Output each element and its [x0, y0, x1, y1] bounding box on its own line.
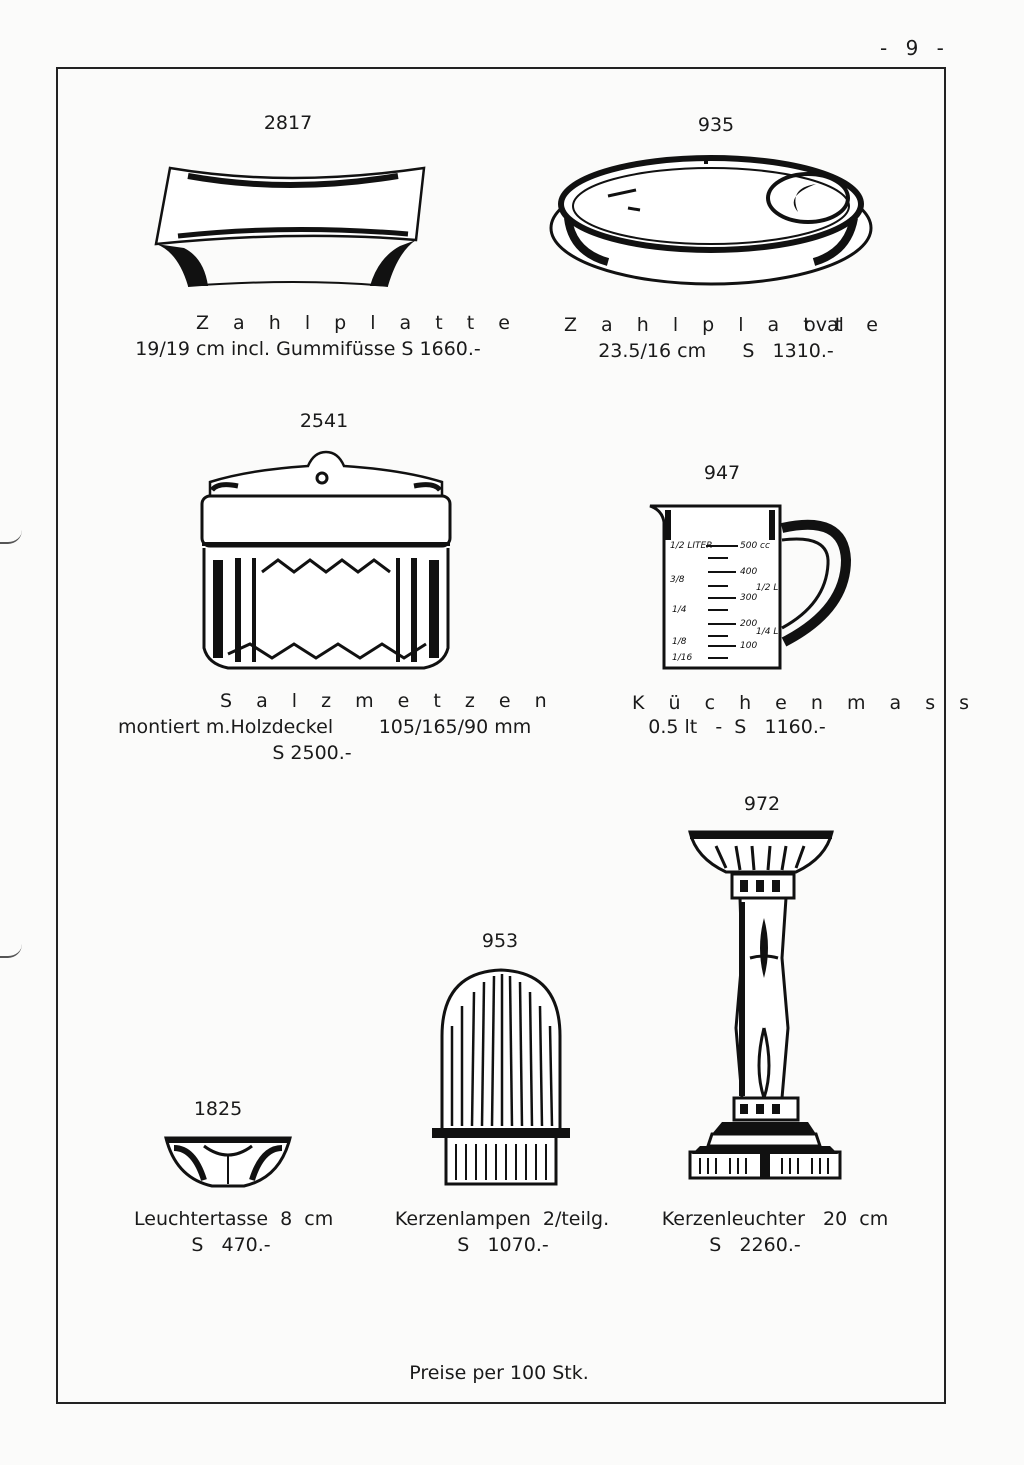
- item-details-1825: S 470.-: [191, 1234, 271, 1256]
- salzmetzen-illustration: [200, 450, 452, 670]
- measure-label-right-4: 200: [740, 619, 757, 629]
- kerzenleuchter-illustration: [688, 830, 842, 1180]
- item-name-953: Kerzenlampen 2/teilg.: [394, 1208, 610, 1230]
- measure-label-right-3: 300: [740, 593, 757, 603]
- item-name-935: Z a h l p l a t t e: [564, 314, 887, 336]
- item-number-935: 935: [697, 114, 735, 136]
- item-name-2541: S a l z m e t z e n: [220, 690, 556, 712]
- item-number-972: 972: [743, 793, 781, 815]
- item-details-953: S 1070.-: [457, 1234, 549, 1256]
- measure-label-left-1: 3/8: [670, 575, 685, 585]
- price-note: Preise per 100 Stk.: [409, 1362, 589, 1384]
- item-details-2817: 19/19 cm incl. Gummifüsse S 1660.-: [135, 338, 481, 360]
- item-name-2817: Z a h l p l a t t e: [196, 312, 519, 334]
- item-details-935: 23.5/16 cm S 1310.-: [598, 340, 834, 362]
- measure-label-right-1: 400: [740, 567, 757, 577]
- measure-label-right-6: 100: [740, 641, 757, 651]
- measure-label-right-2: 1/2 L: [756, 583, 778, 593]
- item-dimensions-2541: 105/165/90 mm: [378, 716, 532, 738]
- leuchtertasse-illustration: [164, 1136, 292, 1188]
- item-name-1825: Leuchtertasse 8 cm: [134, 1208, 334, 1230]
- kuchenmass-illustration: 1/2 LITER 3/8 1/4 1/8 1/16 500 cc 400 1/…: [649, 504, 852, 670]
- item-number-1825: 1825: [193, 1098, 243, 1120]
- page-number: - 9 -: [880, 36, 950, 60]
- item-details-947: 0.5 lt - S 1160.-: [648, 716, 826, 738]
- item-details-972: S 2260.-: [709, 1234, 801, 1256]
- item-price-2541: S 2500.-: [272, 742, 352, 764]
- item-details-2541: montiert m.Holzdeckel: [118, 716, 334, 738]
- oval-tray-illustration: [549, 155, 873, 286]
- binding-mark: [0, 942, 22, 958]
- item-name-947: K ü c h e n m a s s: [632, 692, 979, 714]
- measure-label-left-3: 1/8: [672, 637, 687, 647]
- catalog-frame: [56, 67, 946, 1404]
- item-number-2817: 2817: [263, 112, 313, 134]
- item-name-972: Kerzenleuchter 20 cm: [661, 1208, 889, 1230]
- measure-label-right-5: 1/4 L: [756, 627, 778, 637]
- measure-label-left-2: 1/4: [672, 605, 687, 615]
- kerzenlampe-illustration: [432, 968, 570, 1186]
- binding-mark: [0, 528, 22, 544]
- zahlplatte-illustration: [154, 166, 426, 287]
- item-name-suffix-935: oval: [804, 314, 844, 336]
- measure-label-left-4: 1/16: [672, 653, 692, 663]
- item-number-2541: 2541: [299, 410, 349, 432]
- item-number-953: 953: [481, 930, 519, 952]
- measure-label-left-0: 1/2 LITER: [670, 541, 712, 551]
- item-number-947: 947: [703, 462, 741, 484]
- measure-label-right-0: 500 cc: [740, 541, 770, 551]
